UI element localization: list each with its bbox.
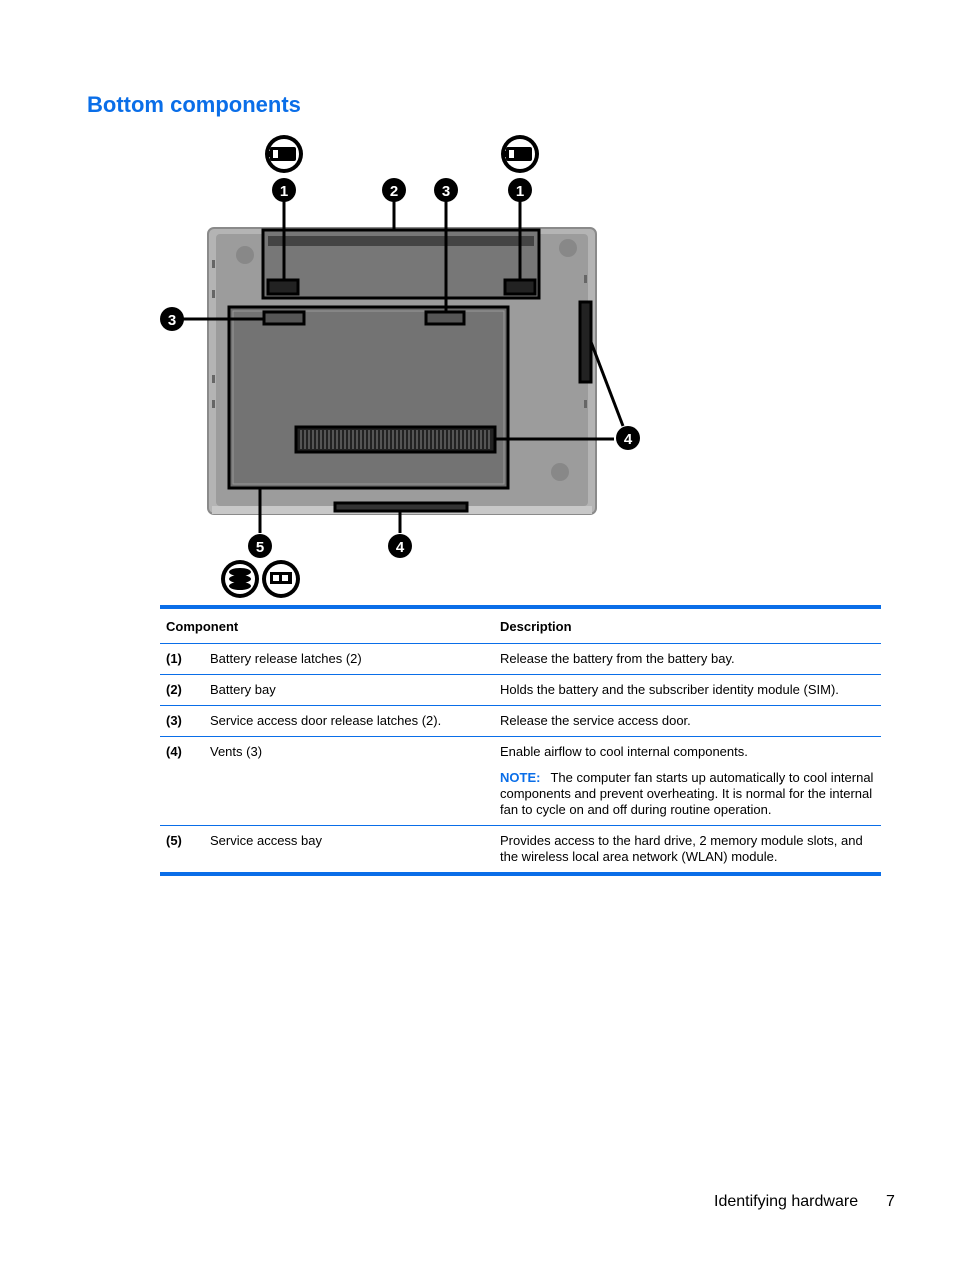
laptop-bottom-illustration: 1 2 3 1 3 4 5 4 xyxy=(160,135,640,598)
callout-number: 4 xyxy=(396,539,405,556)
vent-center xyxy=(294,425,497,454)
note-text: The computer fan starts up automatically… xyxy=(500,770,874,817)
callout-4: 4 xyxy=(388,534,412,558)
table-row: (1) Battery release latches (2) Release … xyxy=(160,644,881,675)
column-header-description: Description xyxy=(500,619,572,634)
callout-2: 2 xyxy=(382,178,406,202)
callout-number: 3 xyxy=(442,183,450,200)
note-label: NOTE: xyxy=(500,770,541,785)
callout-number: 4 xyxy=(624,431,633,448)
callout-number: 2 xyxy=(390,183,398,200)
row-number: (4) xyxy=(166,744,182,759)
section-title: Bottom components xyxy=(87,92,301,117)
callout-number: 5 xyxy=(256,539,264,556)
component-name: Battery bay xyxy=(210,682,276,697)
callout-number: 1 xyxy=(280,183,288,200)
component-description: Enable airflow to cool internal componen… xyxy=(494,737,881,826)
vent-front xyxy=(333,501,469,513)
battery-latch-left xyxy=(266,278,300,296)
row-number: (1) xyxy=(166,651,182,666)
battery-bay xyxy=(261,228,541,300)
row-number: (2) xyxy=(166,682,182,697)
callout-3: 3 xyxy=(434,178,458,202)
vent-side xyxy=(578,300,593,384)
row-number: (3) xyxy=(166,713,182,728)
hard-drive-icon xyxy=(221,560,259,598)
service-latch-left xyxy=(262,310,306,326)
note: NOTE:The computer fan starts up automati… xyxy=(500,770,875,818)
table-row: (4) Vents (3) Enable airflow to cool int… xyxy=(160,737,881,826)
service-latch-right xyxy=(424,310,466,326)
row-number: (5) xyxy=(166,833,182,848)
callout-4: 4 xyxy=(616,426,640,450)
components-table: Component Description (1) Battery releas… xyxy=(160,605,881,876)
component-name: Service access door release latches (2). xyxy=(210,713,442,728)
description-text: Release the battery from the battery bay… xyxy=(500,651,735,666)
callout-5: 5 xyxy=(248,534,272,558)
footer-section-title: Identifying hardware xyxy=(714,1193,859,1210)
callout-1: 1 xyxy=(272,178,296,202)
battery-icon xyxy=(501,135,539,173)
component-name: Vents (3) xyxy=(210,744,263,759)
component-description: Release the battery from the battery bay… xyxy=(494,644,881,675)
table-row: (3) Service access door release latches … xyxy=(160,706,881,737)
page-number: 7 xyxy=(886,1193,895,1210)
table-row: (2) Battery bay Holds the battery and th… xyxy=(160,675,881,706)
service-access-door xyxy=(227,305,510,490)
battery-latch-right xyxy=(503,278,537,296)
callout-number: 1 xyxy=(516,183,524,200)
component-description: Release the service access door. xyxy=(494,706,881,737)
component-name: Service access bay xyxy=(210,833,322,848)
description-text: Provides access to the hard drive, 2 mem… xyxy=(500,833,863,864)
component-description: Holds the battery and the subscriber ide… xyxy=(494,675,881,706)
bottom-components-figure: 1 2 3 1 3 4 5 4 xyxy=(150,130,660,605)
column-header-component: Component xyxy=(166,619,239,634)
description-text: Release the service access door. xyxy=(500,713,691,728)
callout-1: 1 xyxy=(508,178,532,202)
description-text: Enable airflow to cool internal componen… xyxy=(500,744,748,759)
memory-module-icon xyxy=(262,560,300,598)
table-row: (5) Service access bay Provides access t… xyxy=(160,826,881,875)
description-text: Holds the battery and the subscriber ide… xyxy=(500,682,839,697)
component-description: Provides access to the hard drive, 2 mem… xyxy=(494,826,881,875)
callout-3: 3 xyxy=(160,307,184,331)
callout-leaders xyxy=(172,190,625,533)
component-name: Battery release latches (2) xyxy=(210,651,362,666)
callout-number: 3 xyxy=(168,312,176,329)
battery-icon xyxy=(265,135,303,173)
table-header-row: Component Description xyxy=(160,607,881,644)
